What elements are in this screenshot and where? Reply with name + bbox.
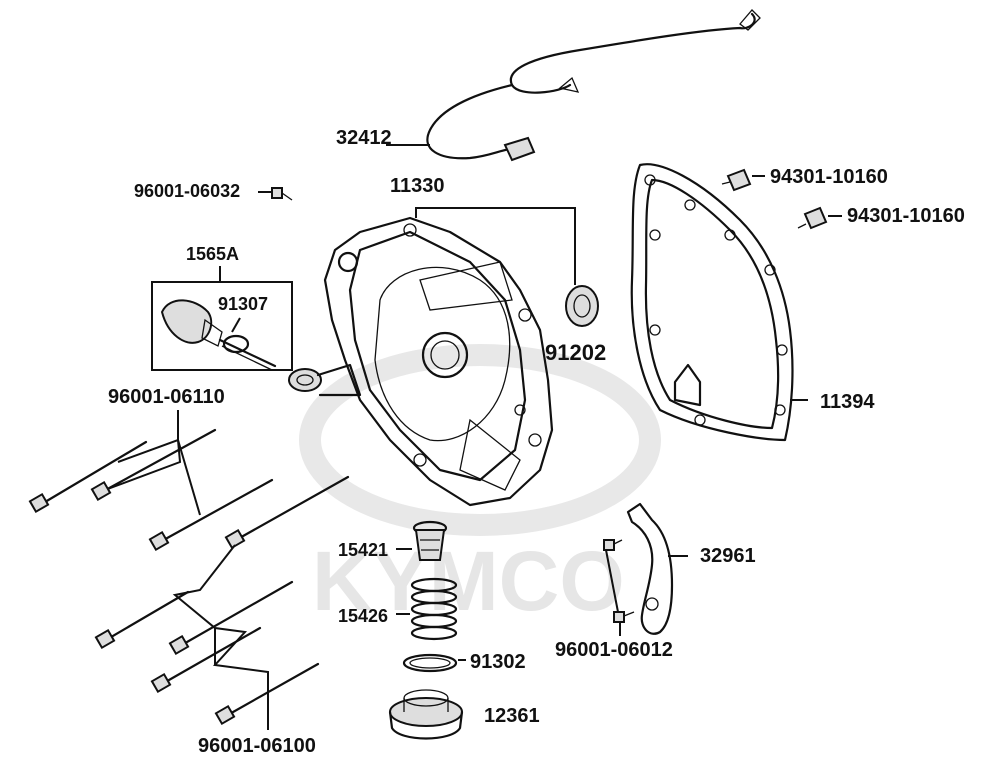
label-96001-06100: 96001-06100 — [198, 735, 316, 757]
dowel-pin-upper — [721, 168, 752, 192]
dipstick-91307 — [160, 299, 277, 371]
label-32961: 32961 — [700, 545, 756, 567]
o-ring-91302 — [402, 653, 458, 673]
oil-seal-91202 — [565, 285, 599, 327]
bracket-32961 — [626, 502, 674, 635]
label-96001-06110: 96001-06110 — [108, 386, 225, 408]
label-94301-10160-a: 94301-10160 — [770, 166, 888, 188]
drain-plug-12361 — [388, 689, 464, 740]
label-11394: 11394 — [820, 391, 875, 413]
watermark-ellipse — [299, 344, 661, 536]
watermark-brand: KYMCO — [312, 534, 625, 628]
bolts-96001-06012 — [603, 539, 635, 623]
gasket-11394 — [630, 163, 794, 442]
dowel-pin-lower — [797, 206, 828, 230]
label-32412: 32412 — [336, 127, 392, 149]
label-96001-06032: 96001-06032 — [134, 181, 240, 201]
watermark: KYMCO — [299, 344, 661, 628]
label-11330: 11330 — [390, 175, 445, 197]
bolts-96001-06100 — [94, 580, 320, 726]
label-91307: 91307 — [218, 294, 268, 314]
kit-box-1565A — [151, 281, 293, 371]
bolts-96001-06110 — [28, 428, 350, 552]
label-15421: 15421 — [338, 540, 388, 560]
label-91202: 91202 — [545, 340, 606, 365]
crankcase-cover-11330 — [288, 216, 554, 507]
label-15426: 15426 — [338, 606, 388, 626]
bolt-96001-06032 — [271, 187, 293, 201]
spring-15426 — [410, 577, 458, 641]
strainer-15421 — [412, 520, 448, 561]
label-1565A: 1565A — [186, 244, 239, 264]
label-94301-10160-b: 94301-10160 — [847, 205, 965, 227]
label-12361: 12361 — [484, 705, 540, 727]
cable-32412 — [386, 9, 761, 162]
label-96001-06012: 96001-06012 — [555, 639, 673, 661]
label-91302: 91302 — [470, 651, 526, 673]
